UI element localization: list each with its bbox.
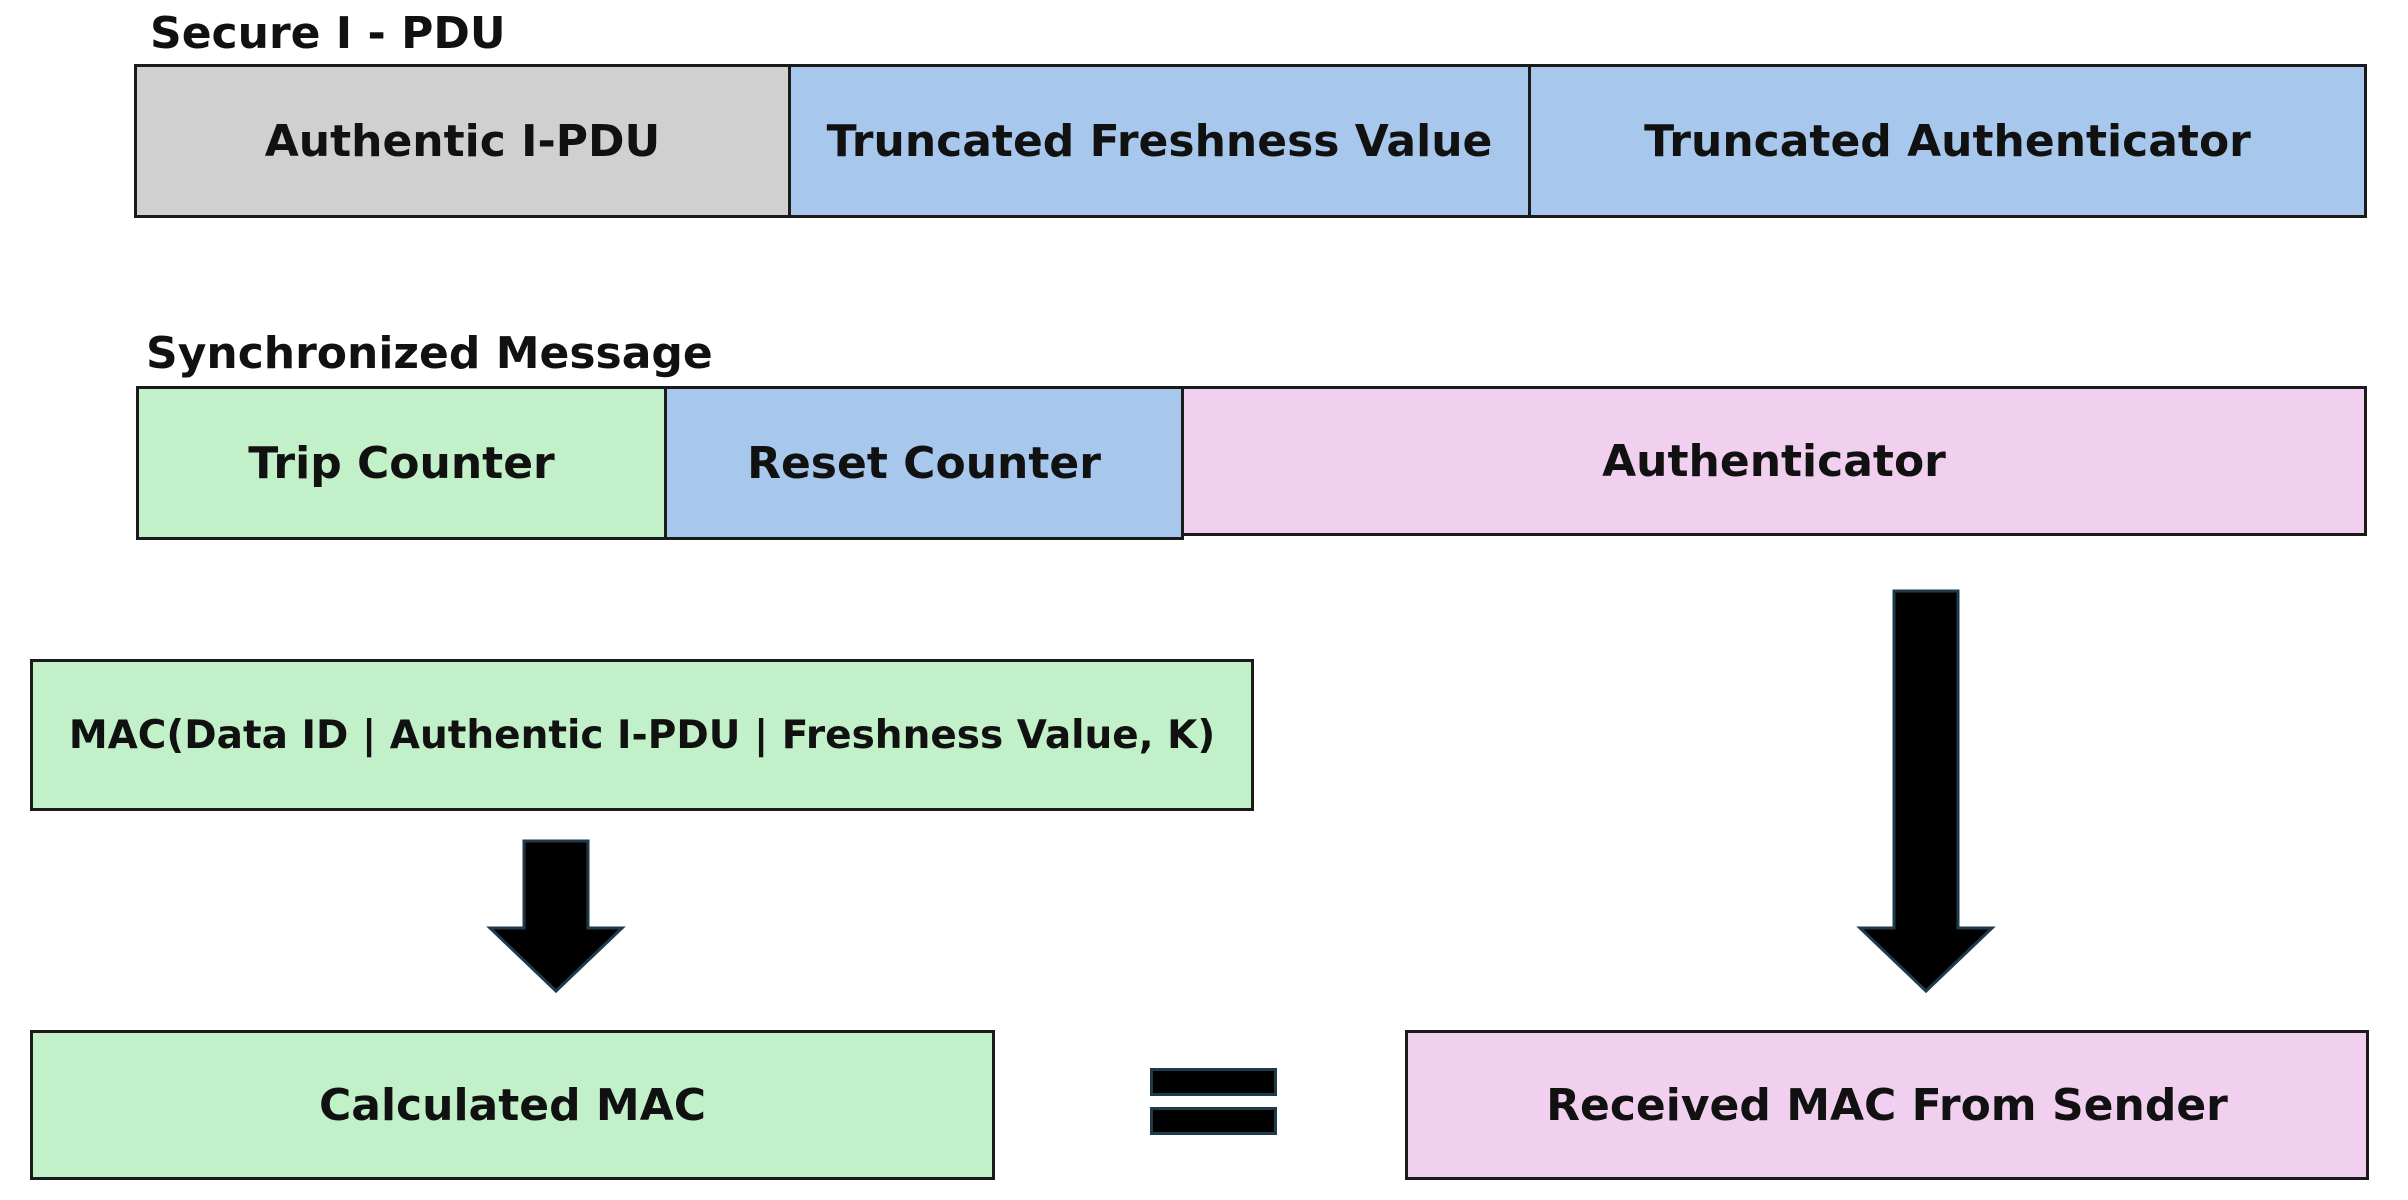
reset-counter-label: Reset Counter [747, 437, 1101, 489]
received-mac-label: Received MAC From Sender [1546, 1079, 2228, 1131]
trip-counter-label: Trip Counter [248, 437, 555, 489]
reset-counter-field: Reset Counter [664, 386, 1184, 540]
authenticator-field: Authenticator [1181, 386, 2367, 536]
truncated-freshness-value-field: Truncated Freshness Value [788, 64, 1531, 218]
mac-formula-label: MAC(Data ID | Authentic I-PDU | Freshnes… [68, 712, 1216, 758]
down-arrow-icon [486, 839, 626, 994]
calculated-mac-box: Calculated MAC [30, 1030, 995, 1180]
authentic-ipdu-field: Authentic I-PDU [134, 64, 791, 218]
calculated-mac-label: Calculated MAC [318, 1079, 707, 1131]
authenticator-label: Authenticator [1602, 435, 1946, 487]
down-arrow-icon [1856, 589, 1996, 994]
truncated-authenticator-field: Truncated Authenticator [1528, 64, 2367, 218]
synchronized-message-title: Synchronized Message [146, 328, 713, 379]
authentic-ipdu-label: Authentic I-PDU [264, 115, 661, 167]
trip-counter-field: Trip Counter [136, 386, 667, 540]
received-mac-box: Received MAC From Sender [1405, 1030, 2369, 1180]
mac-formula-box: MAC(Data ID | Authentic I-PDU | Freshnes… [30, 659, 1254, 811]
secure-ipdu-title: Secure I - PDU [150, 8, 506, 59]
truncated-freshness-value-label: Truncated Freshness Value [826, 115, 1493, 167]
equals-sign-icon [1150, 1068, 1277, 1135]
truncated-authenticator-label: Truncated Authenticator [1644, 115, 2251, 167]
